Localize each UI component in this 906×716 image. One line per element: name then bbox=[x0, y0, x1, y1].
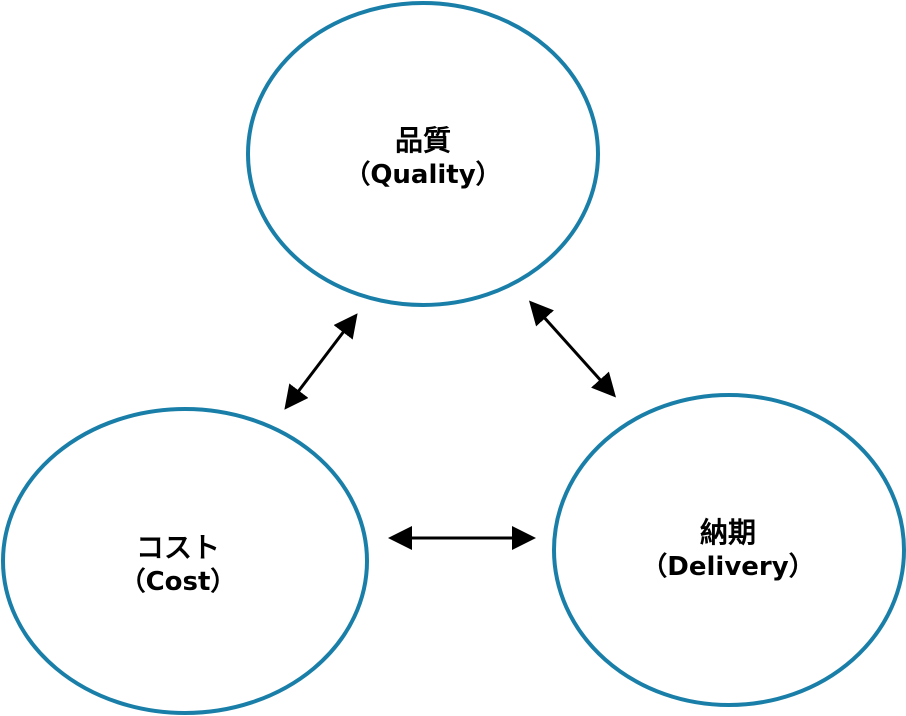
delivery-circle bbox=[552, 393, 906, 707]
delivery-title: 納期 bbox=[699, 515, 756, 549]
quality-circle bbox=[246, 1, 600, 307]
delivery-label: 納期 （Delivery） bbox=[641, 515, 814, 585]
quality-title: 品質 bbox=[394, 123, 452, 157]
delivery-subtitle: （Delivery） bbox=[641, 552, 815, 583]
arrow-quality-cost bbox=[284, 313, 358, 410]
cost-label: コスト （Cost） bbox=[120, 530, 237, 600]
quality-label: 品質 （Quality） bbox=[344, 123, 501, 193]
cost-subtitle: （Cost） bbox=[119, 567, 237, 598]
quality-subtitle: （Quality） bbox=[344, 160, 502, 191]
cost-circle bbox=[1, 407, 369, 715]
arrow-quality-delivery bbox=[528, 300, 617, 398]
cost-title: コスト bbox=[135, 530, 221, 564]
